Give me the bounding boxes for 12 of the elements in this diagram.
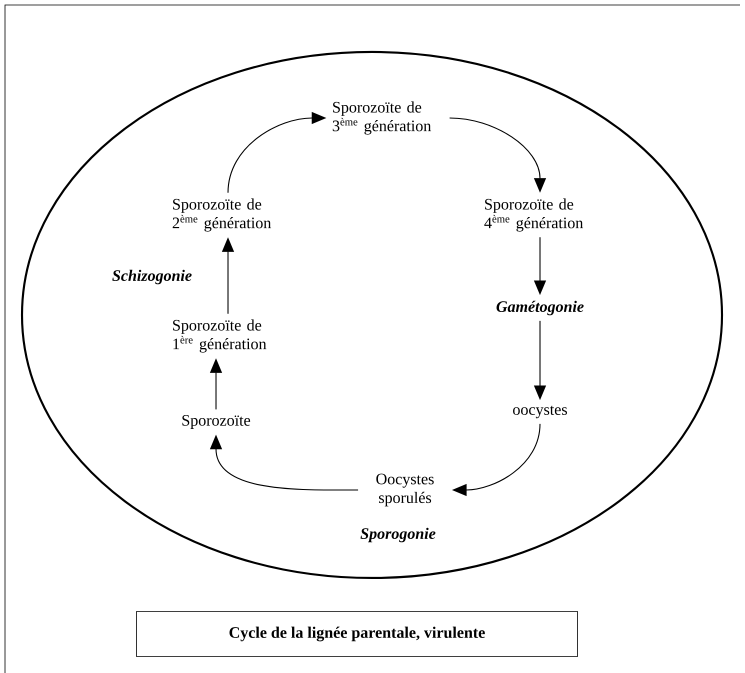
stage-label: Sporozoïte <box>182 414 250 429</box>
stage-label: Sporozoïte de 2$^{ème}$ génération <box>172 198 272 232</box>
phase-label: Schizogonie <box>112 270 192 284</box>
stage-label: Sporozoïte de 3$^{ème}$ génération <box>332 101 432 135</box>
stage-label: Sporozoïte de 1$^{ère}$ génération <box>173 319 266 353</box>
cycle-ellipse <box>20 50 724 580</box>
stage-label: Sporozoïte de 4$^{ème}$ génération <box>484 198 584 232</box>
caption-box: Cycle de la lignée parentale, virulente <box>136 611 578 657</box>
stage-label: Oocystes sporulés <box>376 474 434 506</box>
phase-label: Sporogonie <box>360 528 436 542</box>
phase-label: Gamétogonie <box>496 300 584 316</box>
stage-label: oocystes <box>513 406 567 418</box>
